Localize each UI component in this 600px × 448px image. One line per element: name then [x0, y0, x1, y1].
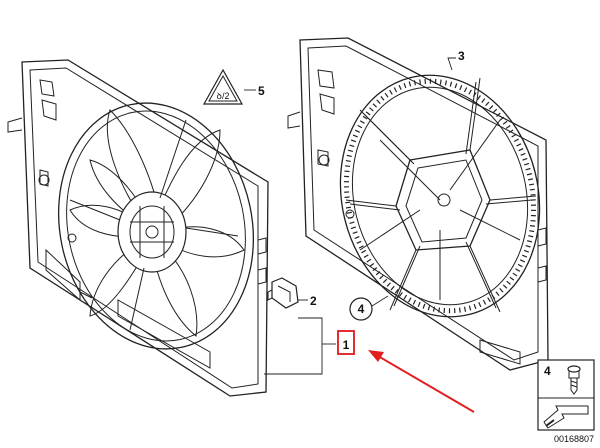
callout-4: 4: [358, 302, 365, 316]
warning-symbol-text: ꝺ/2: [217, 91, 230, 101]
highlight-box: [337, 330, 355, 355]
legend-callout-4: 4: [544, 364, 551, 378]
callout-1-highlight: 1: [337, 330, 355, 355]
callout-1: 1: [343, 338, 350, 352]
bracket-part-2: [267, 277, 299, 309]
callout-4-circle: 4: [349, 297, 373, 321]
screw-icon: [567, 365, 581, 395]
direction-arrow-icon: [543, 405, 589, 429]
callout-5: 5: [258, 84, 265, 98]
callout-2: 2: [310, 294, 317, 308]
fan-shroud-assembly: [7, 59, 269, 397]
warning-label-part-5: ꝺ/2: [202, 68, 244, 105]
callout-3: 3: [458, 49, 465, 63]
legend-box: 4: [537, 359, 595, 431]
fan-ring-assembly: [287, 37, 549, 371]
leader-lines: [244, 57, 456, 375]
red-pointer-arrow: [368, 350, 475, 413]
diagram-number: 00168807: [554, 434, 594, 444]
